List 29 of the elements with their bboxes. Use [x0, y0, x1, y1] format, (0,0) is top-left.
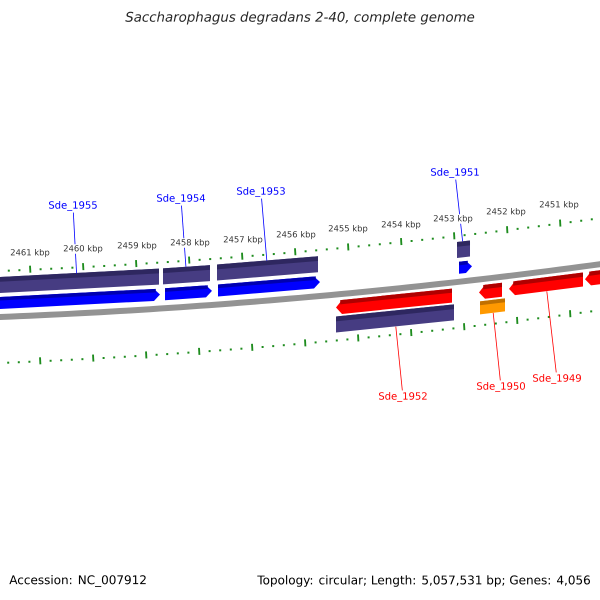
scale-label: 2457 kbp — [222, 235, 264, 245]
gene-label: Sde_1954 — [157, 194, 206, 204]
gene-bar — [163, 265, 210, 284]
gene-bar — [336, 304, 454, 333]
scale-label: 2454 kbp — [380, 220, 422, 230]
gene-label: Sde_1949 — [533, 374, 581, 384]
scale-label: 2451 kbp — [538, 200, 580, 210]
scale-label: 2460 kbp — [62, 244, 104, 254]
gene-label: Sde_1951 — [431, 168, 479, 178]
cds-feature — [509, 272, 583, 296]
gene-bar — [457, 240, 470, 258]
gene-bar — [480, 298, 505, 314]
gene-label: Sde_1950 — [477, 382, 525, 392]
leader-line — [546, 290, 557, 373]
gene-label: Sde_1955 — [49, 201, 97, 211]
scale-label: 2459 kbp — [116, 241, 158, 251]
leader-line — [395, 326, 403, 391]
scale-label: 2452 kbp — [486, 207, 526, 217]
leader-line — [72, 212, 77, 274]
gene-bar — [0, 268, 159, 294]
gene-label: Sde_1953 — [237, 187, 285, 197]
footer-text: Topology: circular; Length: 5,057,531 bp; Genes: 4,056 — [257, 575, 590, 587]
gene-label: Sde_1952 — [379, 392, 427, 402]
leader-line — [261, 198, 268, 262]
footer-text: Accession: NC_007912 — [9, 575, 146, 587]
scale-label: 2458 kbp — [170, 238, 210, 248]
title: Saccharophagus degradans 2-40, complete genome — [125, 12, 474, 24]
scale-label: 2455 kbp — [328, 224, 368, 234]
gene-bar — [217, 256, 318, 281]
